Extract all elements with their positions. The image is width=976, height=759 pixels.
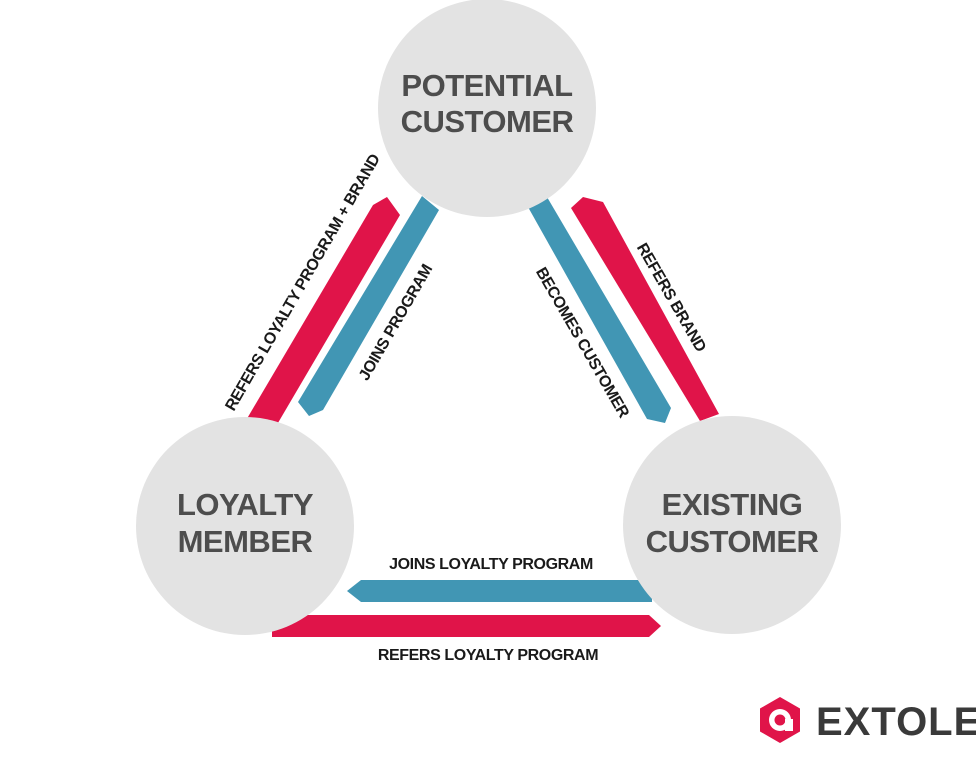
arrow-refers-program-brand	[245, 197, 400, 428]
node-existing-label-2: CUSTOMER	[646, 524, 819, 559]
extole-logo: EXTOLE	[760, 697, 976, 744]
label-joins-loyalty-program: JOINS LOYALTY PROGRAM	[389, 556, 593, 573]
node-existing-customer	[623, 416, 841, 634]
brand-name: EXTOLE	[816, 700, 976, 744]
node-loyalty-label-1: LOYALTY	[177, 487, 314, 522]
node-potential-label-2: CUSTOMER	[401, 104, 574, 139]
node-loyalty-label-2: MEMBER	[178, 524, 313, 559]
arrow-refers-brand	[571, 197, 719, 421]
node-existing-label-1: EXISTING	[662, 487, 803, 522]
node-loyalty-member	[136, 417, 354, 635]
arrow-refers-loyalty-program	[272, 615, 661, 637]
label-refers-loyalty-program: REFERS LOYALTY PROGRAM	[378, 647, 598, 664]
arrow-joins-program	[298, 196, 439, 416]
arrow-becomes-customer	[528, 197, 671, 423]
extole-logo-icon	[760, 697, 800, 743]
arrow-joins-loyalty-program	[347, 580, 652, 602]
node-potential-customer	[378, 0, 596, 217]
node-potential-label-1: POTENTIAL	[401, 68, 572, 103]
